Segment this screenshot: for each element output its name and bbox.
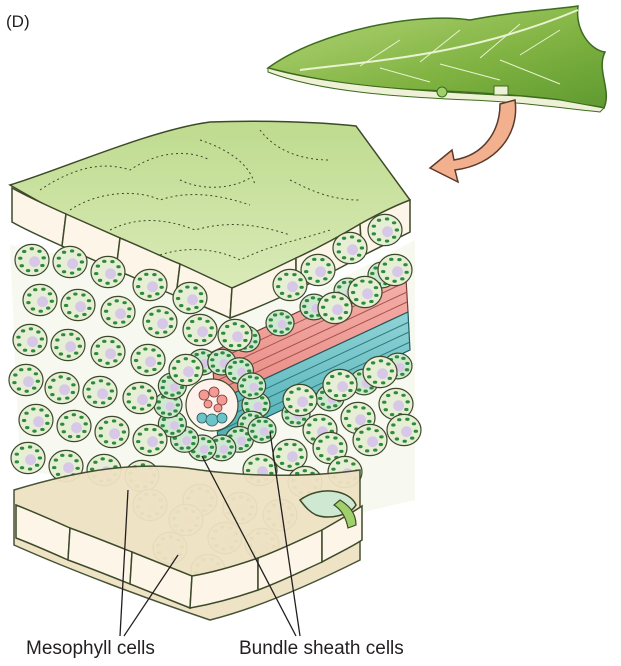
mesophyll-cell [368, 214, 402, 245]
mesophyll-cell [173, 282, 207, 313]
mesophyll-cell [318, 292, 352, 323]
mesophyll-cell [273, 439, 307, 470]
mesophyll-cell [353, 424, 387, 455]
bundle-sheath-cell [248, 417, 276, 443]
panel-label: (D) [6, 12, 30, 32]
mesophyll-cell [91, 256, 125, 287]
mesophyll-cell [15, 244, 49, 275]
mesophyll-cell [133, 424, 167, 455]
mesophyll-cell [143, 306, 177, 337]
mesophyll-cell [45, 372, 79, 403]
mesophyll-cell [9, 364, 43, 395]
mesophyll-cell [348, 276, 382, 307]
lower-surface [14, 466, 362, 620]
mesophyll-cell [378, 254, 412, 285]
mesophyll-cell [19, 404, 53, 435]
mesophyll-cell [95, 416, 129, 447]
mesophyll-cell [323, 369, 357, 400]
mesophyll-cell [11, 442, 45, 473]
mesophyll-cell [169, 354, 203, 385]
mesophyll-cell [387, 414, 421, 445]
bundle-sheath-cells-label: Bundle sheath cells [239, 638, 404, 660]
mesophyll-cell [333, 232, 367, 263]
mesophyll-cell [57, 410, 91, 441]
bundle-sheath-cell [266, 310, 294, 336]
mesophyll-cell [123, 382, 157, 413]
mesophyll-cell [91, 336, 125, 367]
mesophyll-cell [363, 356, 397, 387]
mesophyll-cell [273, 269, 307, 300]
mesophyll-cell [218, 319, 252, 350]
mesophyll-cell [13, 324, 47, 355]
mesophyll-cell [183, 314, 217, 345]
mesophyll-cell [23, 284, 57, 315]
mesophyll-cell [53, 246, 87, 277]
mesophyll-cell [131, 344, 165, 375]
mesophyll-cell [133, 269, 167, 300]
mesophyll-cell [83, 376, 117, 407]
mesophyll-cell [61, 289, 95, 320]
mesophyll-cell [51, 329, 85, 360]
bundle-sheath-cell [238, 373, 266, 399]
mesophyll-cell [283, 384, 317, 415]
whole-leaf [268, 6, 606, 112]
mesophyll-cell [101, 296, 135, 327]
zoom-arrow [430, 100, 516, 182]
mesophyll-cells-label: Mesophyll cells [26, 638, 155, 660]
